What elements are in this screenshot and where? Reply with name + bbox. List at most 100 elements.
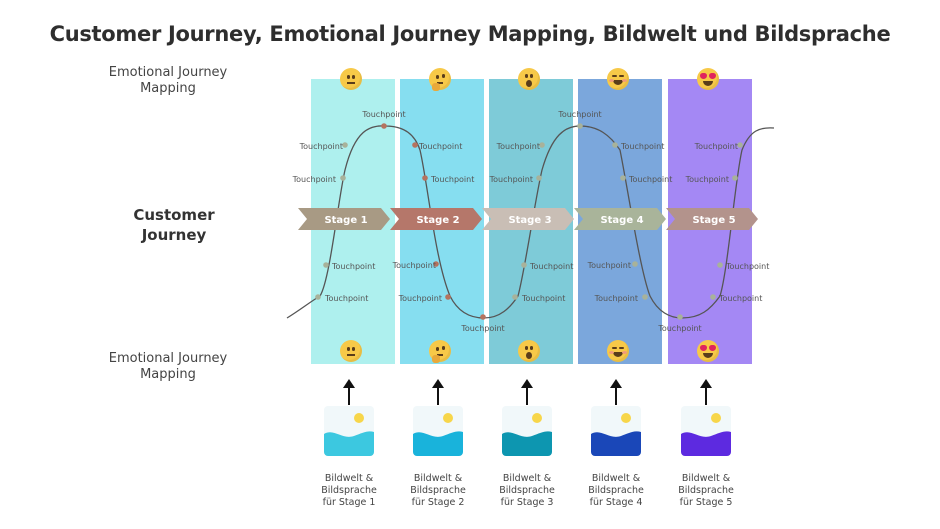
thinking-face-icon	[429, 68, 451, 91]
smiling-face-icon	[607, 68, 629, 90]
touchpoint-dot	[577, 123, 583, 129]
touchpoint-label: Touchpoint	[460, 324, 504, 333]
touchpoint-label: Touchpoint	[418, 142, 462, 151]
image-placeholder-icon	[413, 406, 463, 456]
touchpoint-label: Touchpoint	[430, 175, 474, 184]
stage-chevron-3	[482, 208, 574, 230]
label-line: Mapping	[140, 81, 196, 96]
touchpoint-dot	[732, 175, 738, 181]
label-line: Journey	[141, 226, 207, 244]
touchpoint-label: Touchpoint	[718, 294, 762, 303]
touchpoint-dot	[422, 175, 428, 181]
neutral-face-icon	[340, 68, 362, 90]
sun-icon	[532, 413, 542, 423]
wave-shape	[591, 431, 641, 456]
touchpoint-dot	[521, 262, 527, 268]
image-placeholder-icon	[591, 406, 641, 456]
touchpoint-label: Touchpoint	[292, 175, 336, 184]
caption-line: für Stage 3	[500, 497, 554, 508]
touchpoint-dot	[433, 261, 439, 267]
touchpoint-dot	[315, 294, 321, 300]
touchpoint-dot	[677, 314, 683, 320]
stage-label: Stage 2	[416, 215, 459, 226]
neutral-face-icon	[340, 340, 362, 362]
touchpoint-label: Touchpoint	[324, 294, 368, 303]
touchpoint-dot	[612, 142, 618, 148]
stage-chevron-5	[666, 208, 758, 230]
touchpoint-label: Touchpoint	[496, 142, 540, 151]
touchpoint-label: Touchpoint	[557, 110, 601, 119]
touchpoint-label: Touchpoint	[628, 175, 672, 184]
wave-shape	[681, 431, 731, 456]
wave-shape	[413, 431, 463, 456]
touchpoint-label: Touchpoint	[694, 142, 738, 151]
touchpoint-label: Touchpoint	[392, 261, 436, 270]
heart-eyes-face-icon	[697, 340, 719, 362]
smiling-face-icon	[607, 340, 629, 362]
caption-line: Bildwelt &	[681, 473, 731, 484]
up-arrow-icon	[343, 379, 355, 405]
caption-line: Bildwelt &	[324, 473, 374, 484]
caption-line: Bildsprache	[678, 485, 734, 496]
touchpoint-dot	[323, 262, 329, 268]
caption-line: für Stage 4	[589, 497, 643, 508]
sun-icon	[711, 413, 721, 423]
touchpoint-dot	[445, 294, 451, 300]
touchpoint-label: Touchpoint	[657, 324, 701, 333]
up-arrow-icon	[432, 379, 444, 405]
touchpoint-dot	[536, 175, 542, 181]
touchpoint-dots	[315, 123, 743, 320]
image-placeholder-icon	[324, 406, 374, 456]
stage-chevron-1	[298, 208, 390, 230]
touchpoint-dot	[342, 142, 348, 148]
sun-icon	[621, 413, 631, 423]
heart-eyes-face-icon	[697, 68, 719, 90]
page-title: Customer Journey, Emotional Journey Mapp…	[49, 22, 891, 46]
caption-line: Bildsprache	[499, 485, 555, 496]
touchpoint-dot	[512, 294, 518, 300]
touchpoint-label: Touchpoint	[620, 142, 664, 151]
touchpoint-label: Touchpoint	[489, 175, 533, 184]
touchpoint-dot	[480, 314, 486, 320]
touchpoint-dot	[737, 142, 743, 148]
touchpoint-dot	[642, 294, 648, 300]
stage-label: Stage 3	[508, 215, 551, 226]
touchpoint-label: Touchpoint	[685, 175, 729, 184]
touchpoint-label: Touchpoint	[299, 142, 343, 151]
touchpoint-label: Touchpoint	[594, 294, 638, 303]
emotional-journey-label-top: Emotional Journey Mapping	[108, 65, 228, 97]
caption-line: Bildsprache	[410, 485, 466, 496]
stage-label: Stage 5	[692, 215, 735, 226]
surprised-face-icon	[518, 340, 540, 362]
touchpoint-label: Touchpoint	[587, 261, 631, 270]
touchpoint-labels: TouchpointTouchpointTouchpointTouchpoint…	[292, 110, 770, 333]
touchpoint-dot	[539, 142, 545, 148]
label-line: Mapping	[140, 367, 196, 382]
stage-chevron-4	[574, 208, 666, 230]
touchpoint-label: Touchpoint	[331, 262, 375, 271]
touchpoint-dot	[412, 142, 418, 148]
touchpoint-label: Touchpoint	[725, 262, 769, 271]
label-line: Emotional Journey	[108, 351, 228, 366]
touchpoint-dot	[632, 261, 638, 267]
stage-chevron-2	[390, 208, 482, 230]
up-arrow-icon	[610, 379, 622, 405]
touchpoint-label: Touchpoint	[361, 110, 405, 119]
caption-line: Bildsprache	[588, 485, 644, 496]
caption-line: Bildwelt &	[591, 473, 641, 484]
touchpoint-label: Touchpoint	[521, 294, 565, 303]
touchpoint-dot	[340, 175, 346, 181]
surprised-face-icon	[518, 68, 540, 90]
customer-journey-label: Customer Journey	[114, 205, 234, 245]
caption-line: für Stage 1	[322, 497, 376, 508]
caption-line: Bildwelt &	[502, 473, 552, 484]
touchpoint-dot	[620, 175, 626, 181]
caption-line: Bildwelt &	[413, 473, 463, 484]
touchpoint-label: Touchpoint	[398, 294, 442, 303]
caption-line: für Stage 5	[679, 497, 733, 508]
